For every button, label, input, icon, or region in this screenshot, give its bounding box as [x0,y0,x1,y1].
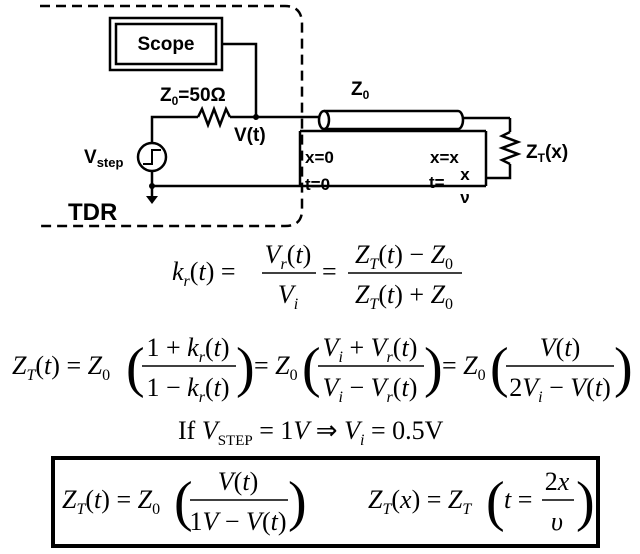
svg-text:2x: 2x [545,467,570,496]
step-condition: If VSTEP = 1V ⇒ Vi = 0.5V [178,416,444,449]
load-impedance-label: ZT(x) [526,142,568,165]
boxed-zt-x-equation: ZT(x) = ZT ( t = 2x υ ) [368,467,595,536]
svg-text:ZT(t) + Z0: ZT(t) + Z0 [355,280,453,313]
svg-text:Vi + Vr(t): Vi + Vr(t) [323,333,418,366]
kr-equation: kr(t) = Vr(t) Vi = ZT(t) − Z0 ZT(t) + Z0 [172,240,462,313]
start-time-label: t=0 [305,175,330,194]
boxed-zt-t-equation: ZT(t) = Z0 ( V(t) 1V − V(t) ) [62,467,307,536]
zt-equation: ZT(t) = Z0 ( 1 + kr(t) 1 − kr(t) ) = Z0 … [12,333,633,406]
svg-text:= Z0: = Z0 [254,351,298,384]
source-resistor [196,105,232,129]
svg-text:): ) [424,337,443,399]
top-wire-left [150,115,198,143]
svg-text:= Z0: = Z0 [442,351,486,384]
end-time-numerator: x [460,165,470,184]
coax-left-end [317,109,331,131]
svg-text:Vr(t): Vr(t) [265,240,312,273]
svg-text:): ) [576,471,595,533]
svg-text:1 − kr(t): 1 − kr(t) [146,373,229,406]
load-resistor [498,130,522,166]
svg-text:υ: υ [551,507,563,536]
svg-text:Vi: Vi [278,280,298,313]
svg-text:): ) [288,471,307,533]
tdr-label: TDR [68,199,117,226]
svg-text:ZT(t) = Z0: ZT(t) = Z0 [12,351,110,384]
svg-text:(: ( [174,471,193,533]
svg-text:1 + kr(t): 1 + kr(t) [146,333,229,366]
svg-text:(: ( [302,337,321,399]
svg-text:2Vi − V(t): 2Vi − V(t) [509,373,610,406]
svg-text:kr(t) =: kr(t) = [172,257,236,290]
svg-text:V(t): V(t) [218,467,258,496]
end-time-prefix: t= [429,173,445,192]
source-label: Vstep [84,147,123,170]
ground-icon [146,196,158,204]
svg-text:1V − V(t): 1V − V(t) [189,507,286,536]
start-position-label: x=0 [305,148,334,167]
scope-label: Scope [137,34,194,55]
end-position-label: x=x [430,148,459,167]
load-wire-bottom [486,164,512,180]
line-impedance-label: Z0 [351,79,370,102]
scope-box-inner [114,22,218,66]
end-time-denominator: ν [460,188,469,207]
node-voltage-label: V(t) [234,125,266,146]
step-icon [143,149,161,165]
svg-text:V(t): V(t) [540,333,580,362]
source-resistor-label: Z0=50Ω [160,85,226,108]
svg-text:ZT(t) = Z0: ZT(t) = Z0 [62,485,160,518]
svg-text:): ) [236,337,255,399]
probe-wire [222,42,258,117]
svg-text:ZT(x) = ZT: ZT(x) = ZT [368,485,472,518]
svg-text:t =: t = [504,485,532,514]
coax-right-end [457,109,465,131]
svg-text:Vi − Vr(t): Vi − Vr(t) [323,373,418,406]
svg-text:=: = [322,257,337,286]
svg-text:): ) [614,337,633,399]
svg-text:(: ( [490,337,509,399]
svg-text:ZT(t) − Z0: ZT(t) − Z0 [355,240,453,273]
result-box [51,456,600,548]
svg-text:(: ( [126,337,145,399]
svg-text:(: ( [486,471,505,533]
